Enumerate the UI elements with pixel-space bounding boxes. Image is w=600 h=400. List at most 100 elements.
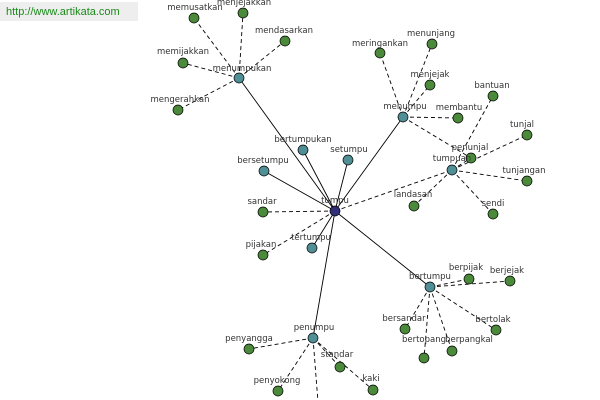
- node-label-kaki[interactable]: kaki: [362, 374, 379, 384]
- node-label-penunjal[interactable]: penunjal: [452, 143, 489, 153]
- node-mengerahkan[interactable]: [172, 104, 184, 116]
- edge-tumpu-menumpu: [334, 116, 404, 212]
- node-label-menumpukan[interactable]: menumpukan: [213, 64, 272, 74]
- node-label-bantuan[interactable]: bantuan: [474, 81, 509, 91]
- node-mendasarkan[interactable]: [279, 35, 291, 47]
- node-label-bertolak[interactable]: bertolak: [475, 315, 510, 325]
- edge-tumpu-bertumpu: [334, 210, 431, 288]
- node-bertumpu[interactable]: [424, 281, 436, 293]
- node-sendi[interactable]: [487, 208, 499, 220]
- node-label-tumpuan[interactable]: tumpuan: [433, 154, 471, 164]
- edge-tumpu-bertumpukan: [302, 149, 336, 212]
- node-label-berpijak[interactable]: berpijak: [449, 263, 483, 273]
- node-label-pijakan[interactable]: pijakan: [246, 240, 277, 250]
- node-label-menunjang[interactable]: menunjang: [407, 29, 455, 39]
- node-label-tunjangan[interactable]: tunjangan: [502, 166, 545, 176]
- node-label-tunjal[interactable]: tunjal: [510, 120, 534, 130]
- edges-layer: [177, 12, 528, 400]
- node-landasan[interactable]: [408, 200, 420, 212]
- edge-bertumpu-bertolak: [429, 286, 497, 331]
- edge-menumpu-menjejak: [402, 84, 431, 118]
- node-tunjal[interactable]: [521, 129, 533, 141]
- node-memijakkan[interactable]: [177, 57, 189, 69]
- node-label-membantu[interactable]: membantu: [436, 103, 483, 113]
- node-label-standar[interactable]: standar: [321, 350, 354, 360]
- edge-tumpuan-landasan: [413, 169, 453, 207]
- node-bersetumpu[interactable]: [258, 165, 270, 177]
- node-berjejak[interactable]: [504, 275, 516, 287]
- node-label-berjejak[interactable]: berjejak: [490, 266, 524, 276]
- edge-menumpukan-memijakkan: [182, 62, 240, 79]
- edge-penumpu-offscreen-bottom: [312, 337, 319, 400]
- node-label-memijakkan[interactable]: memijakkan: [157, 47, 209, 57]
- edge-tumpuan-bantuan: [451, 95, 494, 171]
- node-label-penumpu[interactable]: penumpu: [294, 323, 334, 333]
- node-label-meringankan[interactable]: meringankan: [352, 39, 408, 49]
- node-label-penyokong[interactable]: penyokong: [254, 376, 301, 386]
- node-bersandar[interactable]: [399, 323, 411, 335]
- node-label-bersetumpu[interactable]: bersetumpu: [237, 156, 289, 166]
- node-bertolak[interactable]: [490, 324, 502, 336]
- node-memusatkan[interactable]: [188, 12, 200, 24]
- node-label-sandar[interactable]: sandar: [247, 197, 277, 207]
- edge-tumpuan-sendi: [451, 169, 494, 215]
- node-menumpukan[interactable]: [233, 72, 245, 84]
- node-berpijak[interactable]: [463, 273, 475, 285]
- node-label-penyangga[interactable]: penyangga: [225, 334, 273, 344]
- node-label-mengerahkan[interactable]: mengerahkan: [151, 95, 210, 105]
- edge-tumpu-menumpukan: [238, 77, 336, 212]
- node-label-memusatkan[interactable]: memusatkan: [167, 3, 223, 13]
- edge-menumpukan-mengerahkan: [177, 77, 240, 111]
- node-pijakan[interactable]: [257, 249, 269, 261]
- node-tertumpu[interactable]: [306, 242, 318, 254]
- edge-bertumpu-bersandar: [404, 286, 431, 330]
- node-menunjang[interactable]: [426, 38, 438, 50]
- watermark-banner: http://www.artikata.com: [0, 2, 138, 21]
- node-label-menjejakkan[interactable]: menjejakkan: [217, 0, 271, 8]
- node-meringankan[interactable]: [374, 47, 386, 59]
- edge-menumpu-menunjang: [402, 43, 433, 118]
- edge-tumpuan-tunjangan: [451, 169, 528, 182]
- node-label-menumpu[interactable]: menumpu: [383, 102, 426, 112]
- node-setumpu[interactable]: [342, 154, 354, 166]
- node-label-bersandar[interactable]: bersandar: [382, 314, 426, 324]
- node-membantu[interactable]: [452, 112, 464, 124]
- node-standar[interactable]: [334, 361, 346, 373]
- node-menjejak[interactable]: [424, 79, 436, 91]
- node-menumpu[interactable]: [397, 111, 409, 123]
- nodes-layer: [172, 7, 533, 397]
- node-tunjangan[interactable]: [521, 175, 533, 187]
- edge-menumpu-membantu: [402, 116, 459, 119]
- node-label-mendasarkan[interactable]: mendasarkan: [255, 26, 313, 36]
- node-label-bertopang[interactable]: bertopang: [402, 335, 446, 345]
- node-tumpu[interactable]: [329, 205, 341, 217]
- node-penyokong[interactable]: [272, 385, 284, 397]
- node-label-landasan[interactable]: landasan: [394, 190, 433, 200]
- node-label-setumpu[interactable]: setumpu: [330, 145, 367, 155]
- node-label-tertumpu[interactable]: tertumpu: [291, 233, 331, 243]
- node-berpangkal[interactable]: [446, 345, 458, 357]
- edge-menumpukan-menjejakkan: [238, 12, 244, 79]
- node-penumpu[interactable]: [307, 332, 319, 344]
- node-penunjal[interactable]: [465, 152, 477, 164]
- node-label-menjejak[interactable]: menjejak: [411, 70, 450, 80]
- node-bantuan[interactable]: [487, 90, 499, 102]
- edge-bertumpu-berjejak: [429, 280, 511, 288]
- node-label-bertumpukan[interactable]: bertumpukan: [274, 135, 331, 145]
- node-sandar[interactable]: [257, 206, 269, 218]
- node-tumpuan[interactable]: [446, 164, 458, 176]
- edge-penumpu-penyangga: [248, 337, 314, 350]
- node-menjejakkan[interactable]: [237, 7, 249, 19]
- edge-tumpu-sandar: [262, 210, 336, 213]
- node-label-tumpu[interactable]: tumpu: [321, 196, 349, 206]
- node-penyangga[interactable]: [243, 343, 255, 355]
- edge-bertumpu-berpangkal: [429, 286, 453, 352]
- node-bertumpukan[interactable]: [297, 144, 309, 156]
- node-label-sendi[interactable]: sendi: [482, 199, 505, 209]
- node-kaki[interactable]: [367, 384, 379, 396]
- node-label-berpangkal[interactable]: berpangkal: [445, 335, 493, 345]
- node-label-bertumpu[interactable]: bertumpu: [409, 272, 451, 282]
- watermark-url[interactable]: http://www.artikata.com: [6, 6, 120, 18]
- node-bertopang[interactable]: [418, 352, 430, 364]
